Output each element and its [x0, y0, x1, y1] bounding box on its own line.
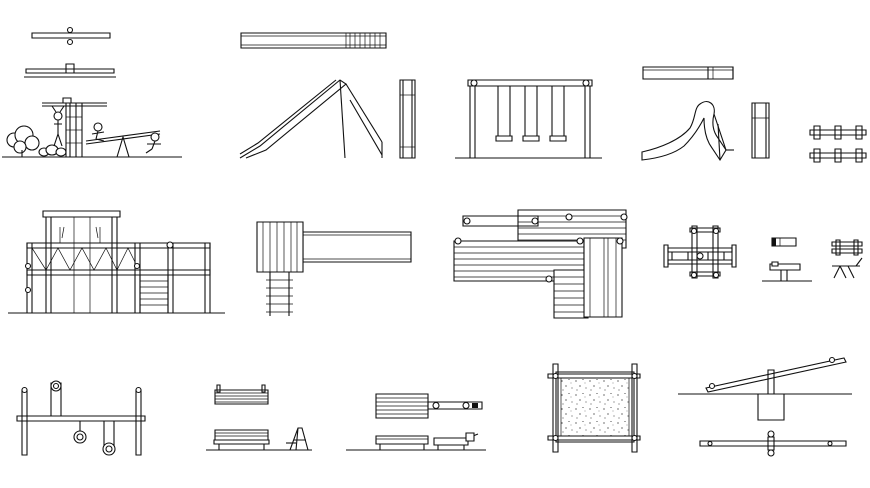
child-figure-icon — [92, 123, 104, 141]
child-figure-icon — [146, 133, 161, 153]
double-seesaw-plan — [810, 126, 866, 162]
long-slide-top-view — [241, 33, 386, 48]
child-figure-icon — [52, 106, 64, 146]
long-slide-front-view — [400, 80, 415, 158]
bench-small-plan — [832, 240, 862, 255]
spiral-slide-front-view — [752, 103, 769, 158]
swing-set-front — [455, 80, 602, 158]
bench-table-side — [346, 433, 486, 450]
seesaw-side-view — [24, 64, 116, 77]
lever-seesaw-side — [678, 358, 852, 421]
spring-rider-plan — [772, 238, 796, 246]
park-bench-front — [206, 430, 312, 450]
park-bench-side — [286, 428, 308, 450]
tower-slide-plan — [257, 222, 411, 316]
spring-rider-side — [762, 262, 812, 281]
spiral-slide-top-view — [643, 67, 733, 79]
spiral-slide-side-view — [642, 102, 734, 160]
play-deck-plan — [454, 210, 627, 318]
small-items-plan — [664, 226, 736, 278]
seesaw-top-view — [32, 28, 110, 45]
long-slide-side-view — [240, 80, 382, 158]
playground-scene-elevation — [2, 98, 182, 157]
sandbox-plan — [548, 364, 640, 452]
park-bench-top — [215, 385, 268, 404]
lever-seesaw-plan — [700, 431, 846, 456]
climbing-frame-elevation — [8, 211, 225, 313]
tree-icon — [7, 126, 39, 157]
bench-table-top — [376, 394, 482, 418]
play-ring-bar-front — [17, 381, 145, 455]
bench-small-side — [832, 258, 862, 278]
bush-icon — [39, 145, 66, 156]
